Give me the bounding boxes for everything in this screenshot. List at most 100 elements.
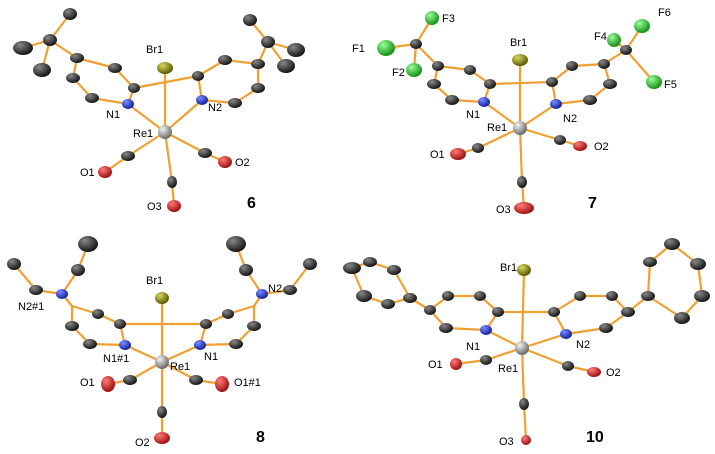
carbon-atom	[189, 375, 203, 385]
carbon-atom	[70, 53, 84, 63]
fluorine-atom	[377, 40, 395, 56]
label-f2: F2	[392, 67, 405, 79]
carbon-atom	[92, 309, 104, 319]
label-n1b: N1#1	[103, 353, 129, 365]
label-f6: F6	[658, 7, 671, 19]
bromine-atom	[155, 292, 169, 304]
carbon-atom	[251, 59, 265, 69]
carbon-atom	[114, 319, 126, 329]
rhenium-atom	[158, 125, 172, 139]
nitrogen-atom	[560, 329, 572, 339]
label-n1: N1	[106, 109, 120, 121]
label-f3: F3	[442, 13, 455, 25]
structure-6: Br1 N1 N2 Re1 O1 O2 O3 6	[13, 8, 305, 213]
oxygen-atom	[154, 432, 170, 444]
compound-label: 10	[586, 429, 604, 446]
label-o1: O1	[80, 167, 95, 179]
label-o3: O3	[147, 201, 162, 213]
oxygen-atom	[521, 435, 531, 445]
label-br1: Br1	[500, 262, 517, 274]
oxygen-atom	[587, 367, 601, 377]
carbon-atom	[243, 14, 257, 26]
nitrogen-atom	[122, 99, 134, 109]
rhenium-atom	[515, 341, 529, 355]
labels-10: Br1 N1 N2 Re1 O1 O2 O3 10	[428, 262, 621, 448]
label-n2: N2	[563, 113, 577, 125]
atoms-10	[343, 238, 710, 445]
nitrogen-atom	[550, 99, 562, 109]
carbon-atom	[128, 83, 140, 93]
nitrogen-atom	[256, 289, 268, 299]
carbon-atom	[303, 258, 317, 270]
carbon-atom	[167, 176, 177, 188]
fluorine-atom	[646, 75, 662, 89]
carbon-atom	[222, 309, 234, 319]
bonds-6	[21, 12, 298, 208]
nitrogen-atom	[478, 97, 490, 107]
bromine-atom	[517, 264, 531, 276]
carbon-atom	[566, 61, 578, 71]
carbon-atom	[226, 236, 246, 252]
compound-label: 6	[247, 195, 256, 212]
oxygen-atom	[573, 141, 587, 151]
carbon-atom	[121, 151, 135, 161]
labels-8: Br1 N2#1 N2 N1#1 N1 Re1 O1 O1#1 O2 8	[18, 275, 282, 449]
carbon-atom	[664, 238, 680, 250]
carbon-atom	[439, 323, 453, 333]
carbon-atom	[29, 285, 43, 295]
carbon-atom	[78, 236, 98, 252]
label-n2: N2	[208, 102, 222, 114]
carbon-atom	[229, 339, 243, 349]
label-n1: N1	[204, 351, 218, 363]
label-re1: Re1	[133, 128, 153, 140]
label-o3: O3	[499, 436, 514, 448]
label-re1: Re1	[170, 361, 190, 373]
oxygen-atom	[98, 166, 112, 178]
label-o1: O1	[428, 359, 443, 371]
carbon-atom	[33, 63, 51, 77]
compound-label: 8	[256, 429, 265, 446]
carbon-atom	[13, 41, 33, 55]
carbon-atom	[71, 264, 85, 276]
rhenium-atom	[155, 355, 169, 369]
atoms-6	[13, 8, 305, 212]
carbon-atom	[517, 176, 527, 188]
carbon-atom	[690, 258, 706, 270]
oxygen-atom	[215, 376, 229, 392]
carbon-atom	[432, 61, 444, 71]
label-o2: O2	[594, 141, 609, 153]
label-br1: Br1	[146, 44, 163, 56]
carbon-atom	[492, 307, 504, 317]
rhenium-atom	[513, 121, 527, 135]
label-o2: O2	[606, 367, 621, 379]
oxygen-atom	[450, 148, 466, 160]
carbon-atom	[583, 95, 597, 105]
label-o2: O2	[235, 157, 250, 169]
carbon-atom	[218, 55, 232, 65]
carbon-atom	[546, 77, 558, 87]
carbon-atom	[606, 291, 618, 301]
carbon-atom	[403, 293, 417, 303]
carbon-atom	[445, 95, 459, 105]
carbon-atom	[247, 321, 261, 331]
label-o2: O2	[135, 437, 150, 449]
carbon-atom	[603, 79, 617, 89]
carbon-atom	[621, 307, 635, 317]
carbon-atom	[63, 8, 77, 20]
carbon-atom	[674, 312, 690, 324]
carbon-atom	[410, 39, 422, 49]
bromine-atom	[157, 62, 173, 74]
carbon-atom	[574, 291, 586, 301]
carbon-atom	[598, 59, 610, 69]
carbon-atom	[363, 257, 377, 267]
carbon-atom	[261, 36, 275, 48]
carbon-atom	[484, 79, 496, 89]
carbon-atom	[7, 258, 21, 270]
carbon-atom	[381, 299, 395, 309]
label-f4: F4	[594, 31, 607, 43]
oxygen-atom	[167, 200, 181, 212]
carbon-atom	[287, 43, 305, 57]
oxygen-atom	[514, 202, 534, 214]
carbon-atom	[641, 291, 655, 301]
carbon-atom	[123, 375, 137, 385]
